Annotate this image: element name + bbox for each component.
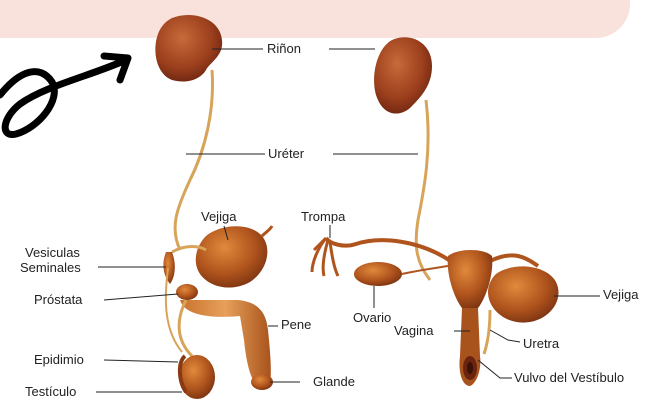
label-vejiga-female: Vejiga (603, 288, 638, 302)
label-glande: Glande (313, 375, 355, 389)
label-pene: Pene (281, 318, 311, 332)
male-bladder (196, 226, 268, 287)
female-kidney (374, 37, 432, 113)
female-urethra (484, 310, 490, 354)
male-glans (251, 374, 273, 390)
label-prostata: Próstata (34, 293, 82, 307)
label-rinon: Riñon (267, 42, 301, 56)
uterus (448, 250, 493, 308)
label-vesiculas: Vesiculas (25, 246, 80, 260)
label-vagina: Vagina (394, 324, 434, 338)
female-bladder (488, 266, 558, 322)
male-prostate (176, 284, 198, 300)
label-uretra: Uretra (523, 337, 559, 351)
label-trompa: Trompa (301, 210, 345, 224)
label-testiculo: Testículo (25, 385, 76, 399)
label-ovario: Ovario (353, 311, 391, 325)
fallopian-tube (326, 238, 452, 262)
label-vulvo-vestibulo: Vulvo del Vestíbulo (514, 371, 624, 385)
male-seminal-vesicles (163, 252, 174, 284)
hand-drawn-loop-arrow-icon (0, 56, 128, 135)
label-seminales: Seminales (20, 261, 81, 275)
ovary (354, 262, 402, 286)
label-ureter: Uréter (268, 147, 304, 161)
female-ureter (416, 100, 430, 280)
label-epidimio: Epidimio (34, 353, 84, 367)
label-vejiga-male: Vejiga (201, 210, 236, 224)
